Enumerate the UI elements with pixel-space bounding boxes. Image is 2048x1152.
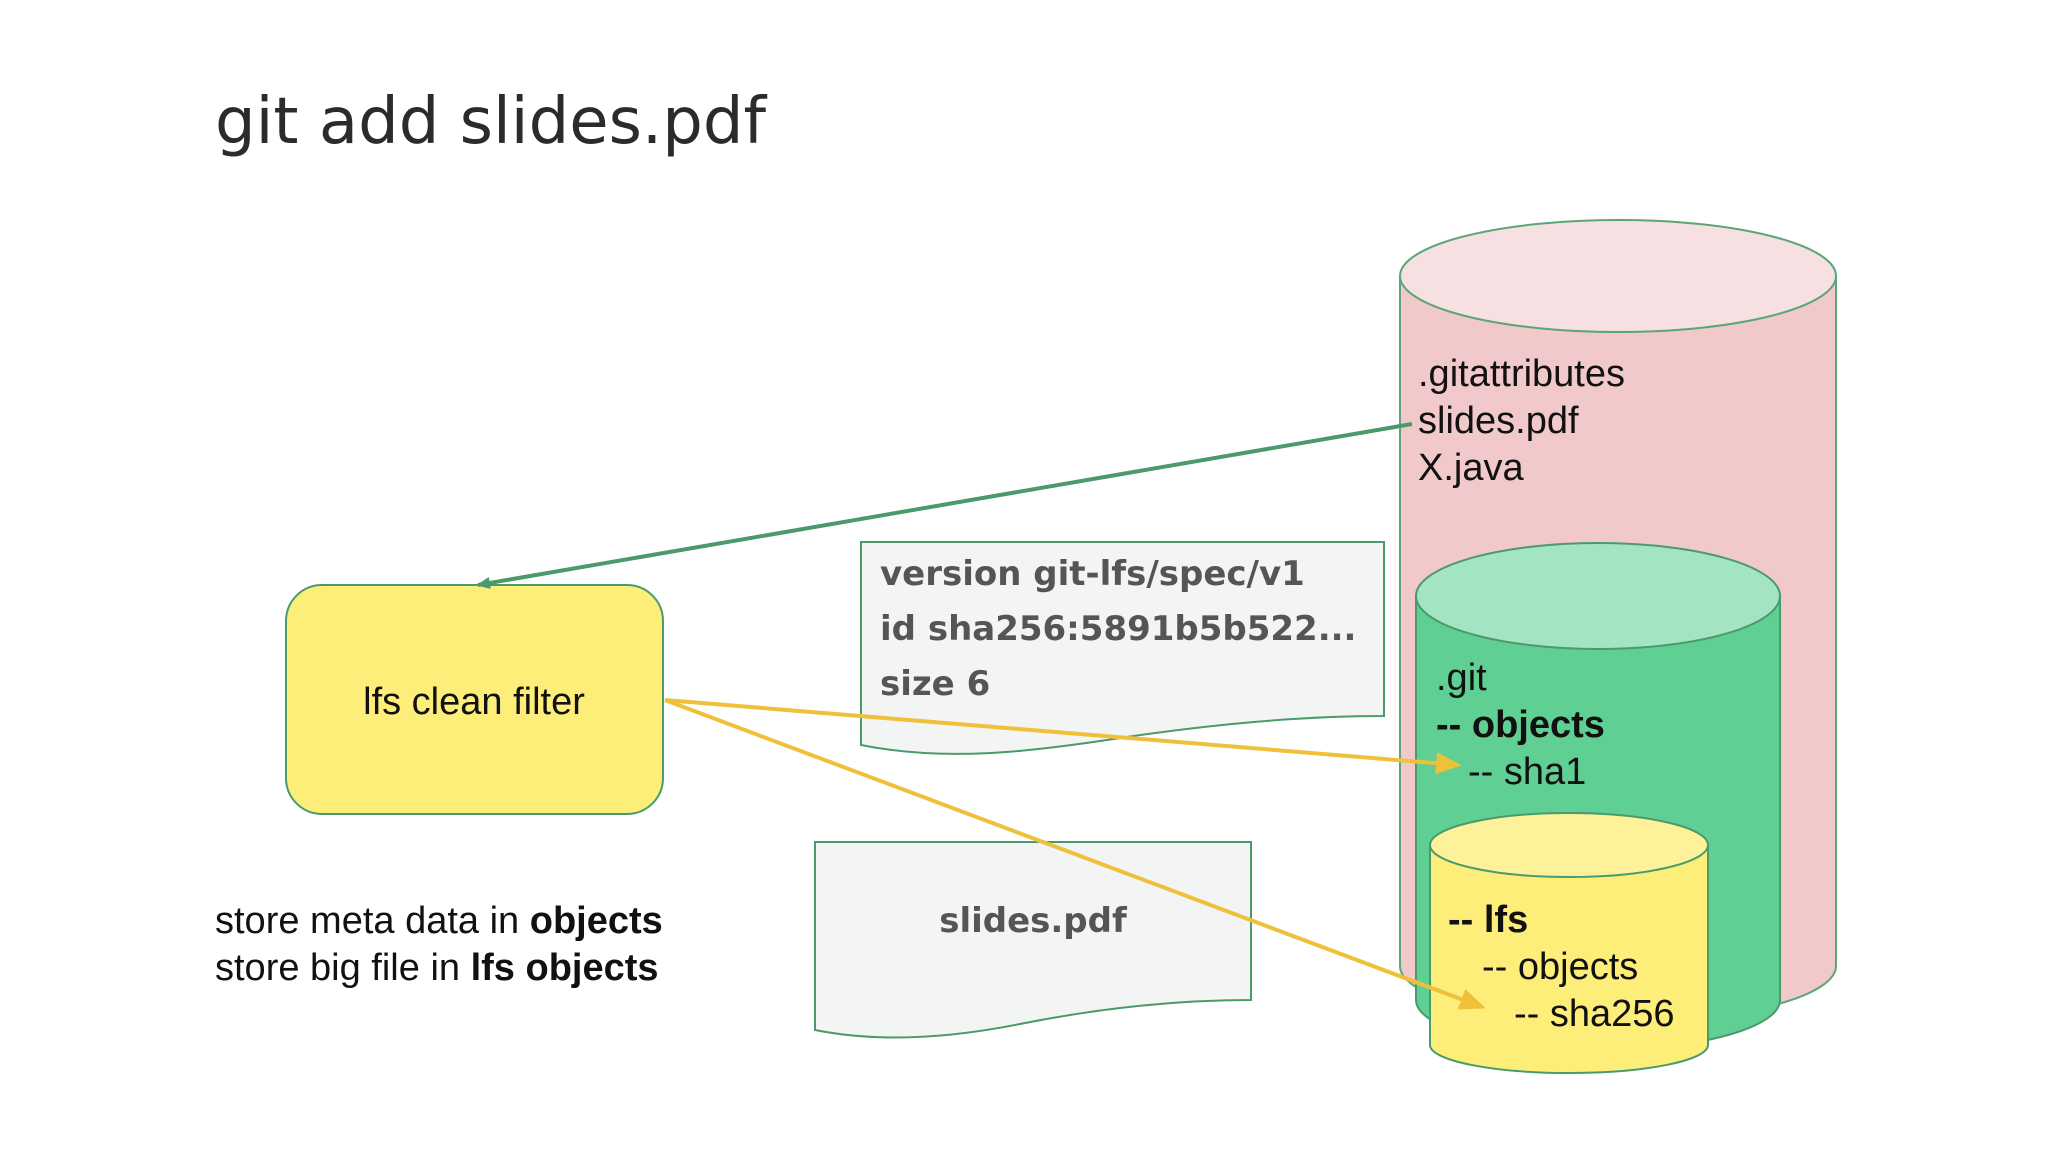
- green-arrow-to-filter: [476, 422, 1413, 589]
- note-line-1: store meta data in objects: [215, 900, 663, 942]
- lfs-sha256-label: -- sha256: [1514, 993, 1675, 1035]
- page-title: git add slides.pdf: [215, 85, 768, 159]
- lfs-clean-filter-label: lfs clean filter: [363, 681, 585, 723]
- note-line-1-bold: objects: [530, 900, 663, 942]
- git-sha1-label: -- sha1: [1468, 751, 1586, 793]
- working-file-gitattributes: .gitattributes: [1418, 353, 1625, 395]
- lfs-clean-filter-box: [285, 584, 664, 815]
- slides-pdf-label: slides.pdf: [939, 901, 1128, 941]
- note-line-2-prefix: store big file in: [215, 947, 471, 989]
- lfs-directory-cylinder: [1429, 812, 1709, 1074]
- pointer-version-line: version git-lfs/spec/v1: [880, 554, 1305, 594]
- note-line-1-prefix: store meta data in: [215, 900, 530, 942]
- working-file-x-java: X.java: [1418, 447, 1524, 489]
- note-line-2: store big file in lfs objects: [215, 947, 659, 989]
- git-objects-label: -- objects: [1436, 704, 1605, 746]
- yellow-arrow-to-sha1: [664, 698, 1462, 775]
- lfs-objects-label: -- objects: [1482, 946, 1638, 988]
- working-file-slides-pdf: slides.pdf: [1418, 400, 1579, 442]
- yellow-arrow-to-sha256: [664, 698, 1486, 1010]
- pointer-id-line: id sha256:5891b5b522...: [880, 609, 1356, 649]
- lfs-dir-label: -- lfs: [1448, 899, 1528, 941]
- note-line-2-bold: lfs objects: [471, 947, 659, 989]
- git-dir-label: .git: [1436, 657, 1487, 699]
- pointer-size-line: size 6: [880, 664, 990, 704]
- slides-pdf-document: [814, 841, 1252, 1039]
